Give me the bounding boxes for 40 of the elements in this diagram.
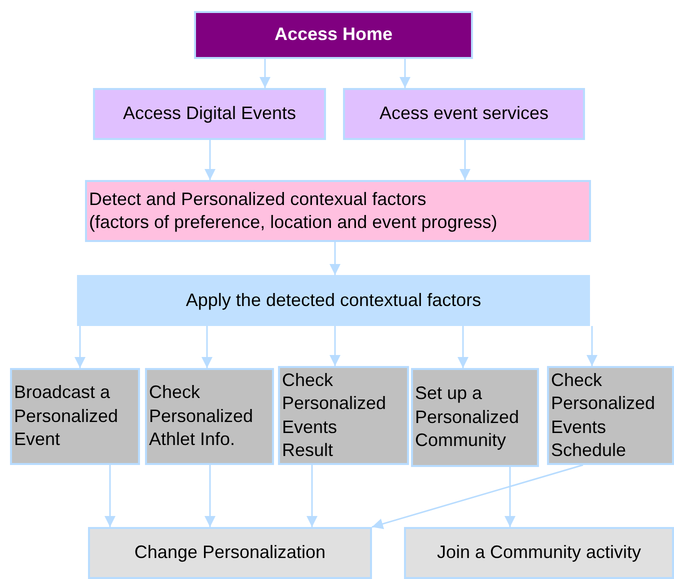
process-box [77, 275, 590, 326]
box-label: Change Personalization [133, 541, 327, 564]
arrow [260, 59, 270, 88]
box-text: (factors of preference, location and event progress) [89, 211, 498, 234]
arrow [504, 467, 516, 527]
action-box [547, 366, 674, 465]
box-label: Apply the detected contextual factors [184, 288, 482, 312]
arrow [104, 465, 116, 527]
arrow [372, 464, 584, 530]
box-label: Join a Community activity [436, 541, 642, 564]
process-box [93, 88, 326, 140]
box-label: Access Digital Events [122, 102, 298, 126]
box-label: Acess event services [378, 102, 550, 126]
action-box [411, 368, 539, 467]
arrow [306, 465, 318, 527]
box-label: Broadcast a Personalized Event [14, 381, 120, 452]
box-label: Check Personalized Events Schedule [551, 368, 656, 462]
arrow [458, 326, 468, 368]
result-box [404, 527, 674, 579]
arrow [460, 140, 470, 180]
box-label: Access Home [273, 23, 394, 46]
action-box [10, 368, 140, 465]
arrow [204, 465, 216, 527]
process-box [85, 180, 591, 242]
box-text: Detect and Personalized contexual factors [89, 188, 428, 211]
arrow [202, 326, 212, 368]
arrow [586, 326, 598, 366]
arrow [74, 326, 86, 368]
action-box [278, 366, 409, 465]
arrow [330, 326, 340, 366]
box-label: Check Personalized Athlet Info. [149, 381, 254, 452]
box-label: Set up a Personalized Community [415, 382, 520, 452]
process-box [343, 88, 585, 140]
result-box [88, 527, 372, 579]
box-label: Check Personalized Events Result [282, 368, 388, 462]
action-box [145, 368, 274, 465]
arrow [400, 59, 410, 88]
start-box [194, 11, 473, 59]
arrow [204, 140, 216, 180]
arrow [330, 242, 340, 275]
